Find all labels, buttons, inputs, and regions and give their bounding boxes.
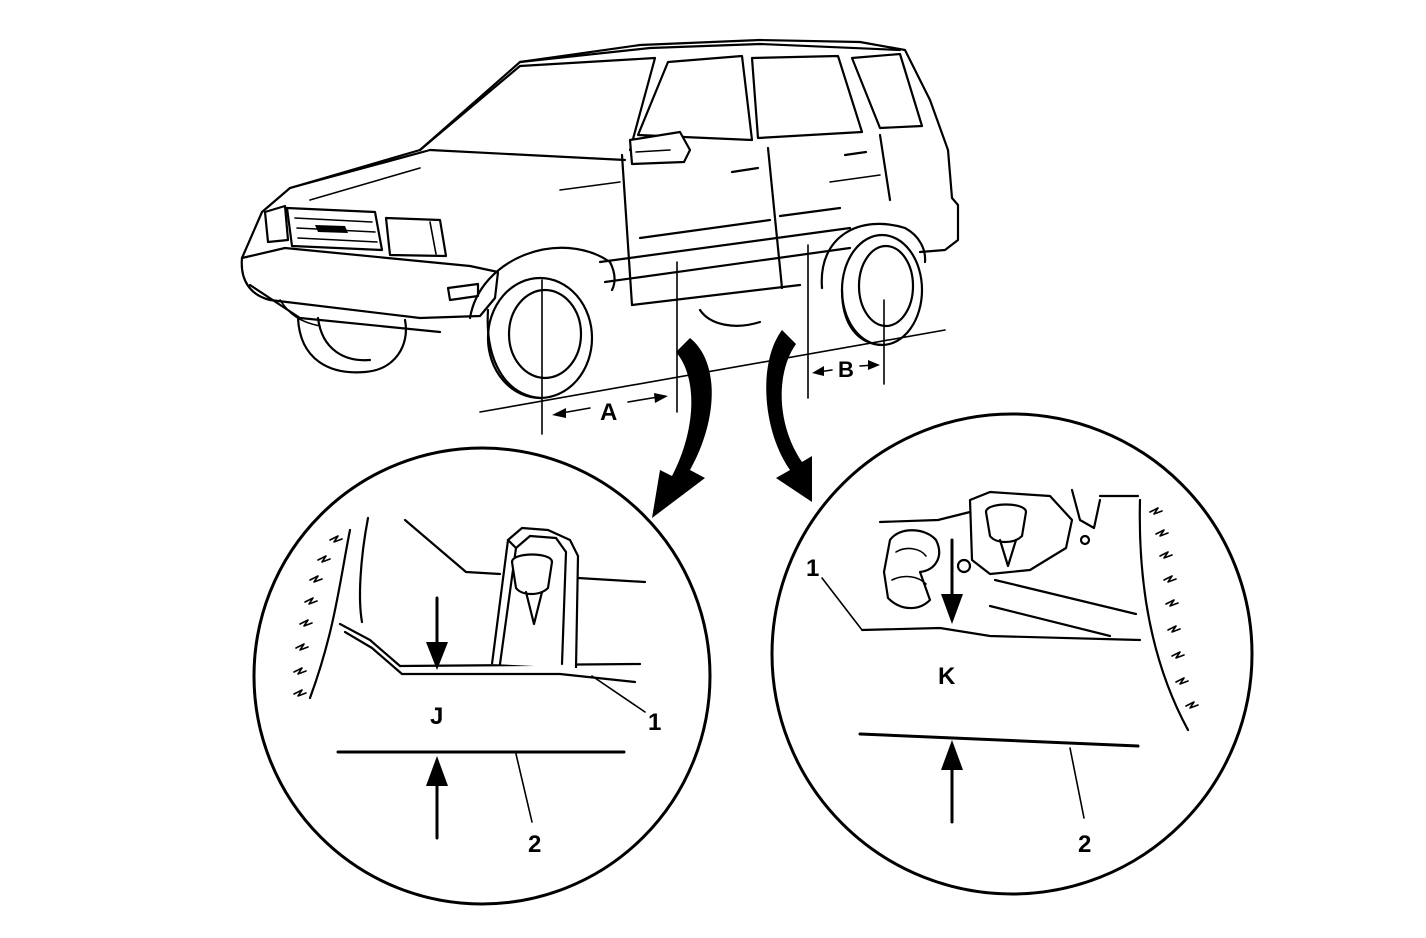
point-k-label: K [938,663,956,690]
dimension-a: A [541,261,678,435]
point-j-label: J [430,703,443,730]
detail-circle-right: K 1 2 [770,412,1254,896]
suv-illustration-icon [240,38,960,413]
dimension-b-label: B [838,357,854,382]
curved-arrow-right-icon [766,330,812,502]
left-callout-1: 1 [648,709,661,736]
curved-arrow-left-icon [652,338,712,518]
right-callout-1: 1 [806,555,819,582]
tire-tread-icon [293,516,370,700]
detail-circle-left: J 1 2 [252,446,712,906]
dimension-a-label: A [600,399,617,426]
left-callout-2: 2 [528,831,541,858]
dimension-b: B [807,244,885,399]
right-callout-2: 2 [1078,831,1091,858]
tire-tread-icon [1138,498,1199,732]
